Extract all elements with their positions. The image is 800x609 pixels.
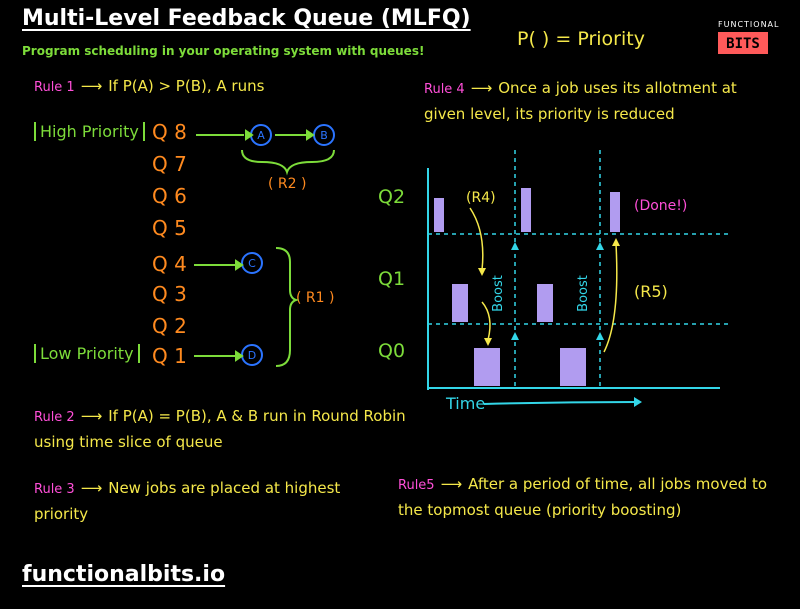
job-slice [560,348,586,386]
arrow-up-icon [612,238,620,246]
boost-label: Boost [490,275,506,312]
queue-label: Q 8 [152,120,187,144]
boost-label: Boost [575,275,591,312]
rule-2-text: If P(A) = P(B), A & B run in Round Robin… [34,407,406,451]
r4-arrow [481,301,491,341]
svg-text:BITS: BITS [726,36,760,52]
brand-name: FUNCTIONAL [718,20,780,29]
queue-label: Q 3 [152,282,187,306]
high-priority-label: High Priority [34,122,145,141]
level-label: Q2 [378,186,406,208]
time-label: Time [446,394,486,413]
arrow-right-icon: ⟶ [80,77,103,95]
rule-4-label: Rule 4 [424,82,465,97]
arrow-right-icon: ⟶ [80,407,103,425]
arrow-right-icon [634,397,642,407]
arrow-down-icon [478,268,486,276]
r4-label: (R4) [466,190,496,206]
priority-legend: P( ) = Priority [517,28,645,50]
brand-logo: BITS [718,32,768,54]
arrow-up-icon [596,242,604,250]
job-slice [474,348,500,386]
rule-3-text: New jobs are placed at highest priority [34,479,341,523]
job-slice [434,198,444,232]
r2-label: ( R2 ) [268,176,307,192]
arrow-right-icon: ⟶ [470,79,493,97]
page-title: Multi-Level Feedback Queue (MLFQ) [22,6,471,31]
queue-label: Q 2 [152,314,187,338]
rule-5: Rule5 ⟶After a period of time, all jobs m… [398,472,768,522]
r5-label: (R5) [634,282,668,301]
rule-3-label: Rule 3 [34,482,75,497]
rule-2: Rule 2 ⟶If P(A) = P(B), A & B run in Roun… [34,404,424,454]
job-slice [537,284,553,322]
done-label: (Done!) [634,198,688,214]
job-slice [521,188,531,232]
queue-label: Q 6 [152,184,187,208]
r1-brace [275,247,300,367]
rule-1-text: If P(A) > P(B), A runs [108,77,265,95]
r4-arrow [469,207,484,271]
job-slice [452,284,468,322]
rule-1: Rule 1 ⟶ If P(A) > P(B), A runs [34,76,264,95]
arrow-down-icon [484,338,492,346]
level-label: Q1 [378,268,406,290]
arrow-right-icon: ⟶ [80,479,103,497]
arrow-up-icon [511,332,519,340]
subtitle: Program scheduling in your operating sys… [22,44,425,58]
rule-1-label: Rule 1 [34,80,75,95]
arrow-up-icon [511,242,519,250]
low-priority-label: Low Priority [34,344,140,363]
queue-label: Q 5 [152,216,187,240]
rule-3: Rule 3 ⟶New jobs are placed at highest pr… [34,476,344,526]
arrow-up-icon [596,332,604,340]
job-slice [610,192,620,232]
job-node-c: C [241,252,263,274]
rule-5-text: After a period of time, all jobs moved t… [398,475,768,519]
r1-label: ( R1 ) [296,290,335,306]
rule-4-text: Once a job uses its allotment at given l… [424,79,737,123]
time-arrow [483,401,637,405]
queue-label: Q 7 [152,152,187,176]
footer-url: functionalbits.io [22,562,226,587]
level-label: Q0 [378,340,406,362]
arrow-right-icon: ⟶ [440,475,463,493]
rule-4: Rule 4 ⟶Once a job uses its allotment at … [424,76,780,126]
queue-label: Q 1 [152,344,187,368]
r2-brace [241,149,335,176]
queue-label: Q 4 [152,252,187,276]
r5-arrow [603,243,618,353]
rule-2-label: Rule 2 [34,410,75,425]
rule-5-label: Rule5 [398,478,435,493]
